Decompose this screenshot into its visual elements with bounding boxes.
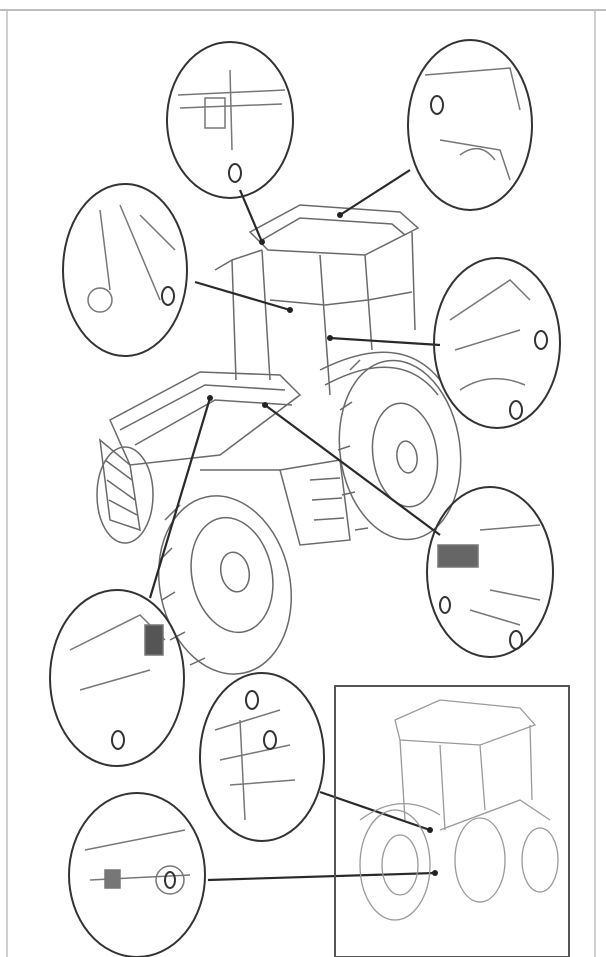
top-divider (0, 9, 606, 11)
callout-upper-left (62, 183, 188, 357)
callout-top-right (407, 39, 533, 211)
callout-middle-right (433, 257, 561, 429)
main-tractor-illustration (96, 204, 462, 675)
inset-tractor-panel (334, 685, 570, 957)
right-frame-border (594, 11, 596, 957)
left-frame-border (6, 11, 8, 957)
callout-bottom-middle (199, 672, 325, 842)
callout-lower-left (49, 589, 185, 767)
callout-lower-right (426, 486, 554, 658)
callout-top-center (166, 41, 294, 199)
callout-bottom-left (68, 792, 206, 957)
